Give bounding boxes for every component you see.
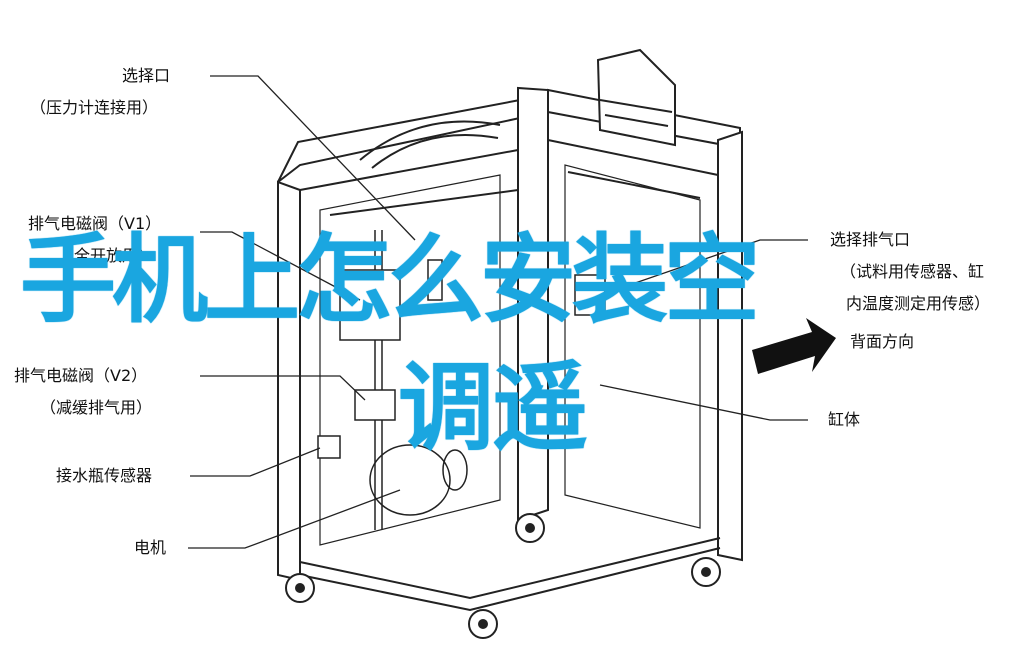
label-exhaust-valve-1-note: （全开放用）	[58, 246, 155, 265]
back-direction-arrow	[752, 318, 836, 374]
frame-bottom-inner	[299, 537, 721, 600]
label-select-port-note: （压力计连接用）	[30, 98, 159, 117]
label-back-direction: 背面方向	[850, 332, 915, 351]
leader-water-sensor	[190, 447, 321, 477]
label-select-exhaust: 选择排气口	[830, 230, 911, 249]
right-panel	[564, 164, 701, 529]
label-select-port: 选择口	[122, 66, 171, 85]
overlay-title-line2: 调遥	[398, 352, 588, 464]
label-cylinder: 缸体	[828, 410, 861, 429]
top-box	[596, 48, 676, 147]
label-exhaust-valve-1: 排气电磁阀（V1）	[28, 214, 162, 233]
leader-exhaust-v2	[200, 375, 366, 401]
label-exhaust-valve-2-note: （减缓排气用）	[40, 398, 153, 417]
label-water-sensor: 接水瓶传感器	[56, 466, 153, 485]
label-select-exhaust-note2: 内温度测定用传感）	[846, 294, 991, 313]
leader-exhaust-v1	[200, 231, 361, 301]
frame-top-left	[277, 98, 521, 183]
frame-bottom	[299, 547, 721, 612]
leader-cylinder	[599, 384, 808, 421]
leader-motor	[188, 489, 401, 549]
motor-body	[369, 444, 451, 516]
left-panel	[319, 174, 501, 546]
frame-right-post	[517, 86, 549, 522]
fan	[359, 120, 501, 161]
leader-select-port	[210, 75, 416, 241]
overlay-title-line1: 手机上怎么安装空	[20, 224, 760, 336]
frame-far-post	[717, 130, 743, 562]
label-exhaust-valve-2: 排气电磁阀（V2）	[14, 366, 148, 385]
label-motor: 电机	[134, 538, 167, 557]
label-select-exhaust-note1: （试料用传感器、缸	[840, 262, 985, 281]
leader-select-exhaust	[614, 239, 808, 291]
